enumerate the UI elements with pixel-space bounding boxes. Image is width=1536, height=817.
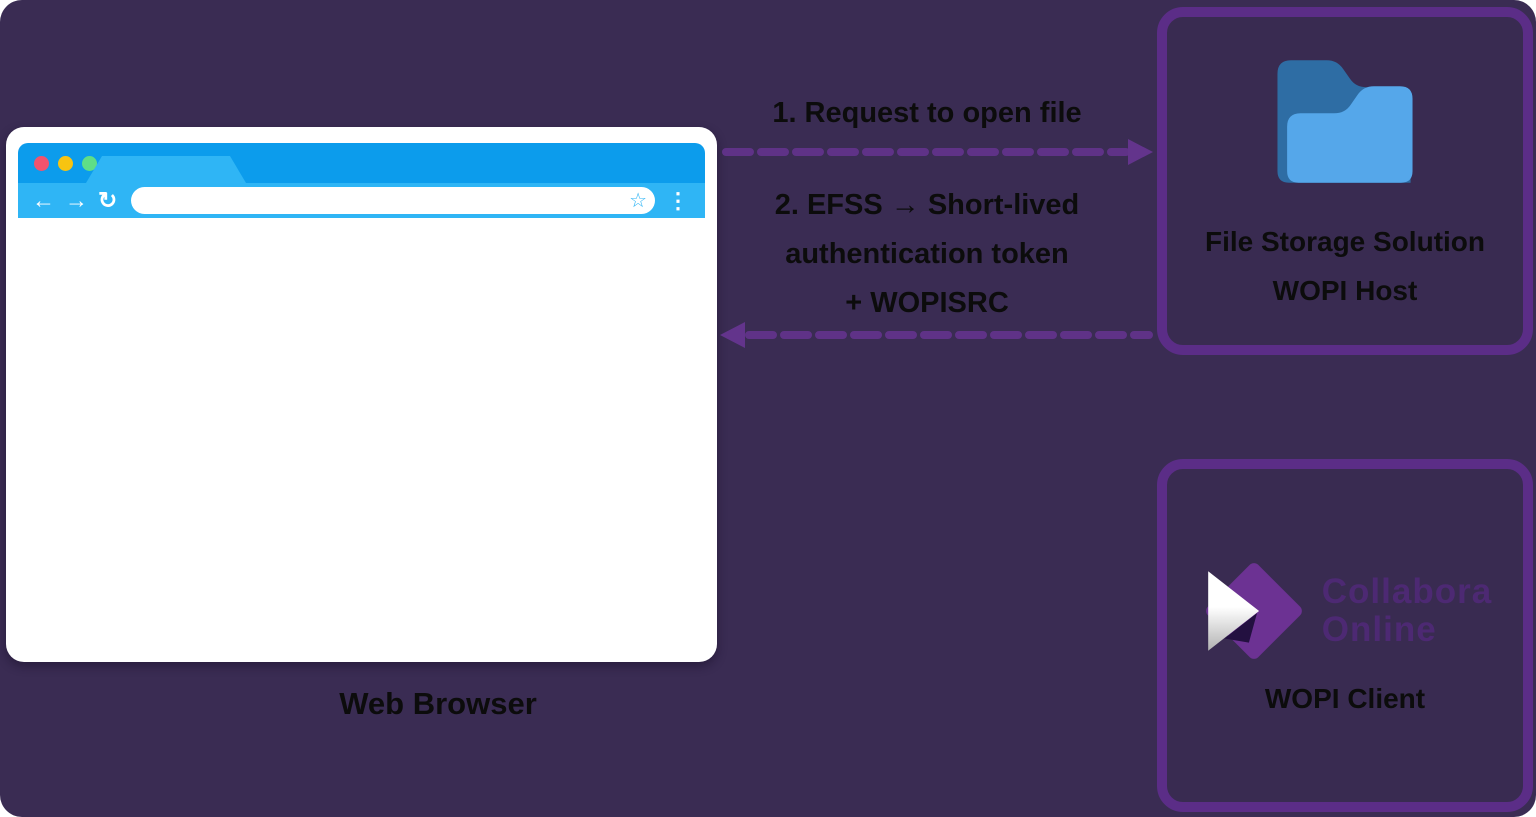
window-dot-yellow-icon[interactable] (58, 155, 73, 171)
wopi-client-caption: WOPI Client (1264, 683, 1426, 714)
flow-step2-arrowhead-icon (720, 322, 745, 348)
reload-icon[interactable]: ↻ (98, 187, 118, 213)
collabora-logo: Collabora Online (1167, 555, 1523, 667)
browser-tab[interactable] (86, 156, 246, 183)
collabora-wordmark-line2: Online (1321, 610, 1437, 649)
flow-step2-line3: + WOPISRC (845, 287, 1009, 319)
back-icon[interactable]: ← (32, 187, 55, 213)
flow-step2-line1: 2. EFSS → Short-lived (774, 189, 1080, 221)
bookmark-star-icon[interactable]: ☆ (629, 189, 647, 212)
overflow-menu-icon[interactable]: ⋮ (667, 187, 689, 213)
flow-step2-line2: authentication token (785, 238, 1069, 270)
flow-step1-arrowhead-icon (1128, 139, 1153, 165)
flow-step1-dashed-line (722, 148, 1130, 156)
wopi-client-node: Collabora Online WOPI Client (1157, 459, 1533, 812)
wopi-host-node: File Storage Solution WOPI Host (1157, 7, 1533, 355)
browser-chrome: ← → ↻ ☆ ⋮ (18, 143, 705, 645)
address-input[interactable] (145, 192, 630, 209)
address-bar[interactable]: ☆ (131, 187, 655, 214)
collabora-logo-icon (1205, 563, 1302, 659)
wopi-host-subtitle: WOPI Host (1272, 275, 1418, 306)
browser-toolbar: ← → ↻ ☆ ⋮ (18, 183, 705, 218)
wopi-host-title: File Storage Solution (1204, 226, 1485, 257)
forward-icon[interactable]: → (65, 187, 88, 213)
flow-step1-label: 1. Request to open file (772, 97, 1082, 129)
folder-icon (1277, 60, 1413, 183)
browser-viewport (18, 218, 705, 645)
browser-window: ← → ↻ ☆ ⋮ (6, 127, 717, 662)
flow-step2-label: 2. EFSS → Short-lived authentication tok… (702, 181, 1152, 328)
browser-titlebar (18, 143, 705, 183)
browser-caption: Web Browser (339, 686, 537, 721)
window-dot-green-icon[interactable] (82, 155, 97, 171)
window-dot-red-icon[interactable] (34, 155, 49, 171)
flow-step2-dashed-line (745, 331, 1153, 339)
collabora-wordmark-line1: Collabora (1321, 572, 1493, 611)
